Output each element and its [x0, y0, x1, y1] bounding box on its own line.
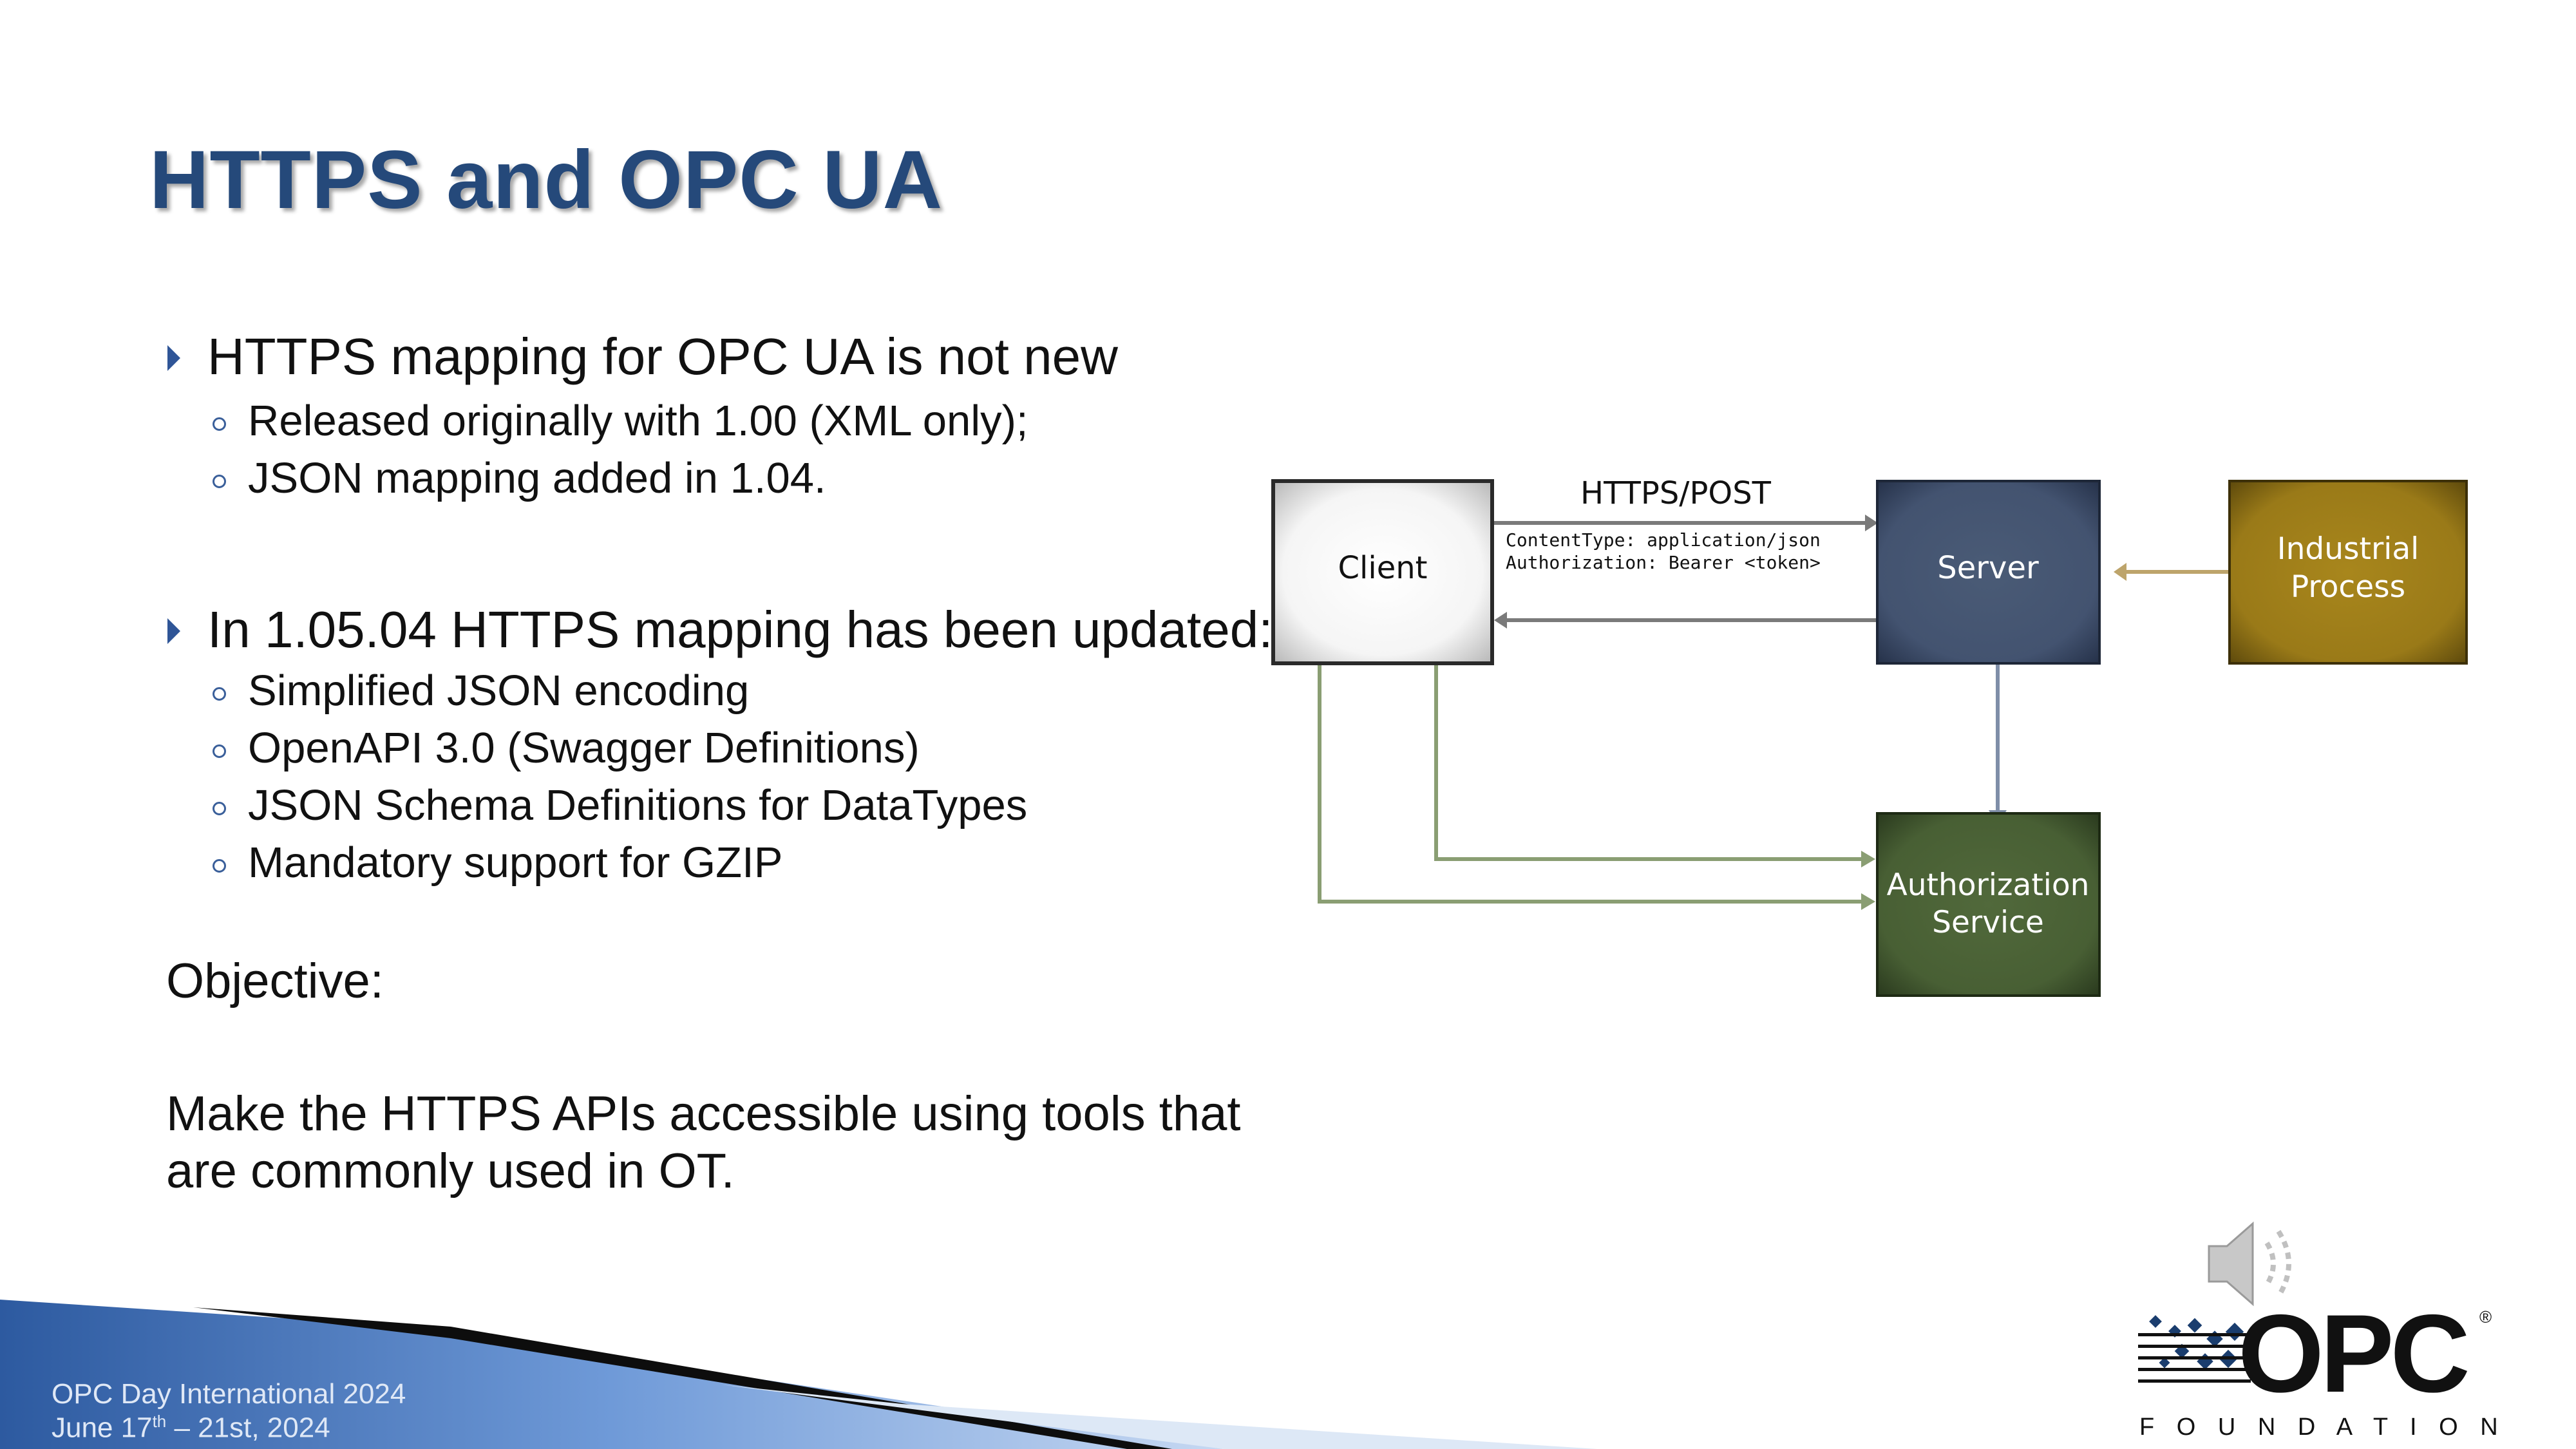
- circle-bullet-icon: [213, 417, 226, 431]
- circle-bullet-icon: [213, 475, 226, 488]
- bullet-text: HTTPS mapping for OPC UA is not new: [207, 328, 1118, 385]
- authorization-service-label: Authorization: [1887, 867, 2090, 903]
- footer-event: OPC Day International 2024: [52, 1378, 406, 1410]
- arrowhead-icon: [1861, 851, 1875, 867]
- sub-bullet-text: Mandatory support for GZIP: [248, 838, 783, 887]
- circle-bullet-icon: [213, 859, 226, 873]
- industrial-process-box: [2228, 480, 2468, 665]
- arrowhead-icon: [1494, 612, 1507, 629]
- slide-title: HTTPS and OPC UA: [149, 134, 943, 226]
- sub-bullet-text: JSON Schema Definitions for DataTypes: [248, 781, 1028, 829]
- client-box: [1271, 479, 1494, 665]
- triangle-bullet-icon: [167, 618, 180, 644]
- footer-swoosh: [0, 1300, 1597, 1449]
- server-label: Server: [1937, 550, 2039, 586]
- circle-bullet-icon: [213, 802, 226, 815]
- industrial-process-label: Process: [2291, 569, 2405, 605]
- objective-label: Objective:: [166, 954, 384, 1009]
- arrowhead-icon: [2114, 563, 2126, 581]
- server-box: [1876, 480, 2101, 665]
- triangle-bullet-icon: [167, 345, 180, 371]
- authorization-service-label: Service: [1932, 905, 2044, 940]
- arrowhead-icon: [1865, 515, 1878, 531]
- circle-bullet-icon: [213, 687, 226, 701]
- sub-bullet-text: OpenAPI 3.0 (Swagger Definitions): [248, 724, 920, 772]
- speaker-icon[interactable]: [2202, 1217, 2312, 1314]
- circle-bullet-icon: [213, 744, 226, 758]
- authorization-header: Authorization: Bearer <token>: [1506, 552, 1821, 573]
- bullet-text: In 1.05.04 HTTPS mapping has been update…: [207, 601, 1273, 658]
- sub-bullet-text: Released originally with 1.00 (XML only)…: [248, 397, 1028, 445]
- protocol-label: HTTPS/POST: [1580, 475, 1772, 511]
- objective-line: Make the HTTPS APIs accessible using too…: [166, 1086, 1241, 1141]
- opc-foundation-logo: OPC ® F O U N D A T I O N: [2138, 1298, 2499, 1441]
- client-label: Client: [1338, 550, 1428, 586]
- client-auth-arrow-outer: [1318, 663, 1861, 904]
- architecture-diagram: Client Server Industrial Process Authori…: [1271, 475, 2468, 997]
- registered-mark: ®: [2479, 1307, 2492, 1327]
- authorization-service-box: [1876, 812, 2101, 997]
- objective-line: are commonly used in OT.: [166, 1144, 735, 1198]
- logo-graphic: [2138, 1315, 2251, 1383]
- logo-text: OPC: [2238, 1292, 2470, 1416]
- content-type-header: ContentType: application/json: [1506, 529, 1821, 551]
- logo-subtitle: F O U N D A T I O N: [2139, 1414, 2506, 1441]
- footer-date: June 17th – 21st, 2024: [52, 1412, 330, 1444]
- sub-bullet-text: Simplified JSON encoding: [248, 667, 750, 715]
- sub-bullet-text: JSON mapping added in 1.04.: [248, 454, 826, 502]
- client-auth-arrow-inner: [1434, 663, 1861, 861]
- industrial-process-label: Industrial: [2277, 531, 2419, 567]
- arrowhead-icon: [1861, 893, 1875, 910]
